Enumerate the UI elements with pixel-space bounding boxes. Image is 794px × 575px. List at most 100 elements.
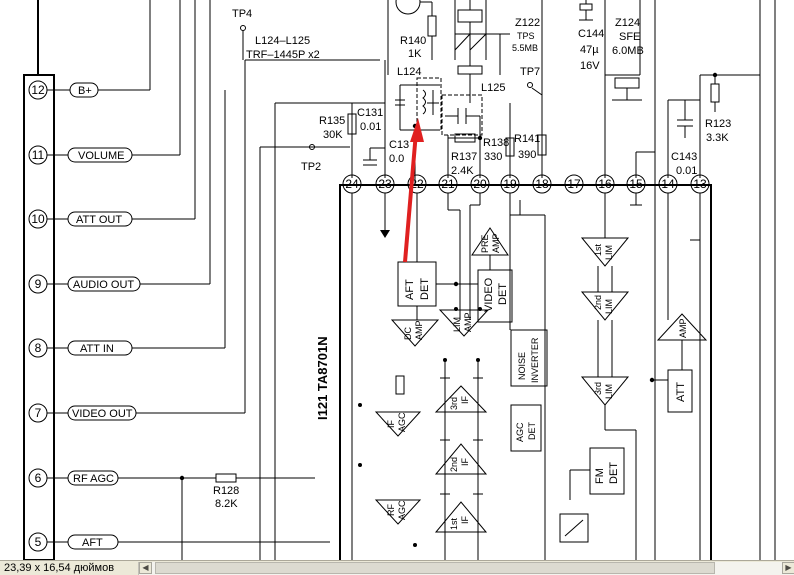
if-agc-block	[374, 411, 422, 437]
component-label: R141	[514, 133, 540, 145]
block-label: NOISE	[517, 352, 527, 380]
dc-amp-block	[390, 319, 440, 347]
component-label: R123	[705, 118, 731, 130]
connector-pin-number: 8	[35, 341, 42, 355]
ic-pin-number: 15	[629, 177, 643, 191]
block-label: RF	[386, 504, 396, 516]
component-label: C131	[357, 107, 383, 119]
connector-pin-number: 5	[35, 535, 42, 549]
component-label: 0.0	[389, 153, 404, 165]
switch-block	[559, 513, 589, 543]
ic-name-label: I121 TA8701N	[315, 336, 330, 420]
block-label: LIM	[604, 299, 614, 314]
video-det-block	[477, 269, 513, 323]
ic-pin-number: 13	[693, 177, 707, 191]
block-label: AMP	[678, 318, 688, 338]
ic-pin-number: 24	[345, 177, 359, 191]
block-label: LIM	[452, 317, 462, 332]
schematic-viewer[interactable]: 12 11 10 9 8 7 6 5 B+ VOLUME ATT OUT AUD…	[0, 0, 794, 560]
block-label: LIM	[604, 245, 614, 260]
signal-label: AUDIO OUT	[73, 279, 134, 291]
component-label: Z122	[515, 17, 540, 29]
arrow-left-icon: ◀	[142, 563, 149, 572]
component-label: R135	[319, 115, 345, 127]
ic-pin-number: 20	[473, 177, 487, 191]
block-label: AMP	[463, 312, 473, 332]
signal-label: VIDEO OUT	[72, 408, 133, 420]
block-label: IF	[460, 395, 470, 404]
testpoint-label: TP2	[301, 161, 321, 173]
scrollbar-thumb[interactable]	[155, 562, 715, 574]
component-label: 330	[484, 151, 502, 163]
signal-label: AFT	[82, 537, 103, 549]
block-label: 2nd	[593, 295, 603, 310]
rf-agc-block	[374, 499, 422, 525]
block-label: PRE	[480, 234, 490, 253]
block-label: 1st	[449, 517, 459, 530]
component-label: C144	[578, 28, 604, 40]
connector-pin-number: 12	[31, 83, 45, 97]
block-label: 3rd	[449, 397, 459, 410]
if2-block	[434, 443, 488, 475]
lim1-block	[580, 237, 630, 267]
block-label: DC	[403, 327, 413, 340]
agc-resistor	[395, 375, 405, 395]
block-label: DET	[608, 462, 620, 484]
block-label: VIDEO	[483, 277, 495, 312]
fm-det-block	[589, 447, 625, 495]
connector-pin-number: 10	[31, 212, 45, 226]
component-label: 1K	[408, 48, 422, 60]
block-label: AGC	[397, 412, 407, 432]
ic-pin-number: 21	[441, 177, 455, 191]
ic-pin-number: 14	[661, 177, 675, 191]
component-label: 2.4K	[451, 165, 474, 177]
agc-det-block	[510, 404, 542, 452]
resistor-r128	[215, 473, 237, 483]
signal-label: RF AGC	[73, 473, 114, 485]
ic-pins: 24 23 22 21 20 19 18 17 16 15 14 13	[342, 174, 710, 194]
block-label: IF	[460, 457, 470, 466]
block-label: DET	[419, 278, 431, 300]
component-label: R137	[451, 151, 477, 163]
ic-pin-number: 18	[535, 177, 549, 191]
component-label: 30K	[323, 129, 343, 141]
component-label: 0.01	[360, 121, 381, 133]
resistor-r140	[427, 15, 437, 37]
testpoint-label: TP7	[520, 66, 540, 78]
signal-label: VOLUME	[78, 150, 124, 162]
component-label: C13	[389, 139, 409, 151]
ic-pin-number: 16	[598, 177, 612, 191]
connector-signal-wires: B+ VOLUME ATT OUT AUDIO OUT ATT IN VIDEO…	[47, 0, 380, 560]
connector-pin-number: 11	[32, 148, 45, 162]
resistor-r137	[454, 133, 476, 143]
ic-internal-wiring	[351, 193, 701, 560]
block-label: AGC	[397, 500, 407, 520]
block-label: DET	[497, 283, 509, 305]
component-label: Z124	[615, 17, 640, 29]
block-label: DET	[527, 421, 537, 440]
block-label: AMP	[491, 233, 501, 253]
lim2-block	[580, 291, 630, 321]
scroll-right-button[interactable]: ▶	[782, 562, 794, 574]
ic-body	[339, 184, 712, 560]
block-label: FM	[594, 468, 606, 484]
lim3-block	[580, 376, 630, 406]
block-label: IF	[460, 515, 470, 524]
block-label: 3rd	[593, 382, 603, 395]
block-label: AFT	[404, 279, 416, 300]
component-label: SFE	[619, 31, 640, 43]
signal-label: ATT IN	[80, 343, 114, 355]
block-label: ATT	[675, 382, 687, 402]
schematic-diagram: 12 11 10 9 8 7 6 5 B+ VOLUME ATT OUT AUD…	[23, 0, 776, 560]
signal-label: ATT OUT	[76, 214, 122, 226]
block-label: AMP	[414, 320, 424, 340]
component-label: 8.2K	[215, 498, 238, 510]
scroll-left-button[interactable]: ◀	[139, 562, 152, 574]
component-label: 390	[518, 149, 536, 161]
block-label: 1st	[593, 243, 603, 256]
signal-label: B+	[78, 85, 92, 97]
component-label: L124–L125	[255, 35, 310, 47]
ic-pin-number: 19	[503, 177, 517, 191]
horizontal-scrollbar[interactable]: ◀ ▶	[138, 562, 794, 575]
lim-amp-block	[438, 309, 490, 337]
